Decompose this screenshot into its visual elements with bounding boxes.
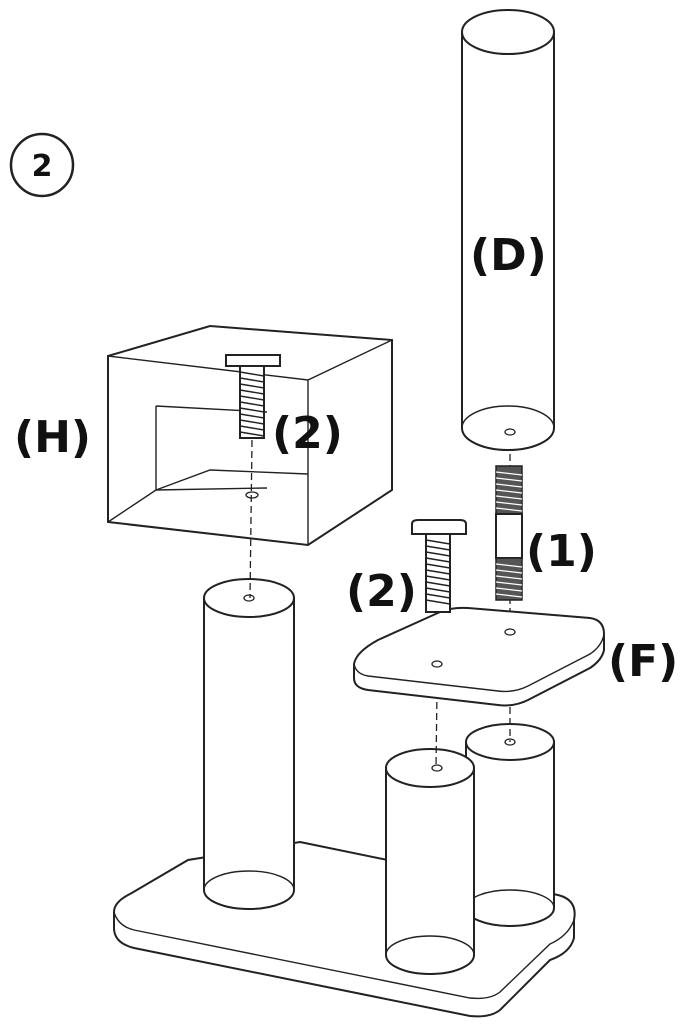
label-screw-platform: (2)	[346, 566, 417, 617]
cylinder-left	[203, 578, 295, 910]
step-number: 2	[32, 149, 53, 184]
platform-f	[353, 606, 605, 707]
post-d	[461, 9, 555, 451]
cylinder-back-right	[465, 723, 555, 927]
label-coupler: (1)	[526, 526, 597, 577]
label-screw-in-box: (2)	[272, 408, 343, 459]
label-post-d: (D)	[470, 230, 547, 281]
screw-on-platform	[411, 519, 467, 613]
screw-in-box	[225, 354, 281, 439]
label-platform-f: (F)	[608, 636, 678, 687]
coupler-connector	[495, 465, 523, 601]
step-marker: 2	[9, 132, 75, 198]
cylinder-front-right	[385, 748, 475, 975]
label-box-h: (H)	[14, 412, 91, 463]
